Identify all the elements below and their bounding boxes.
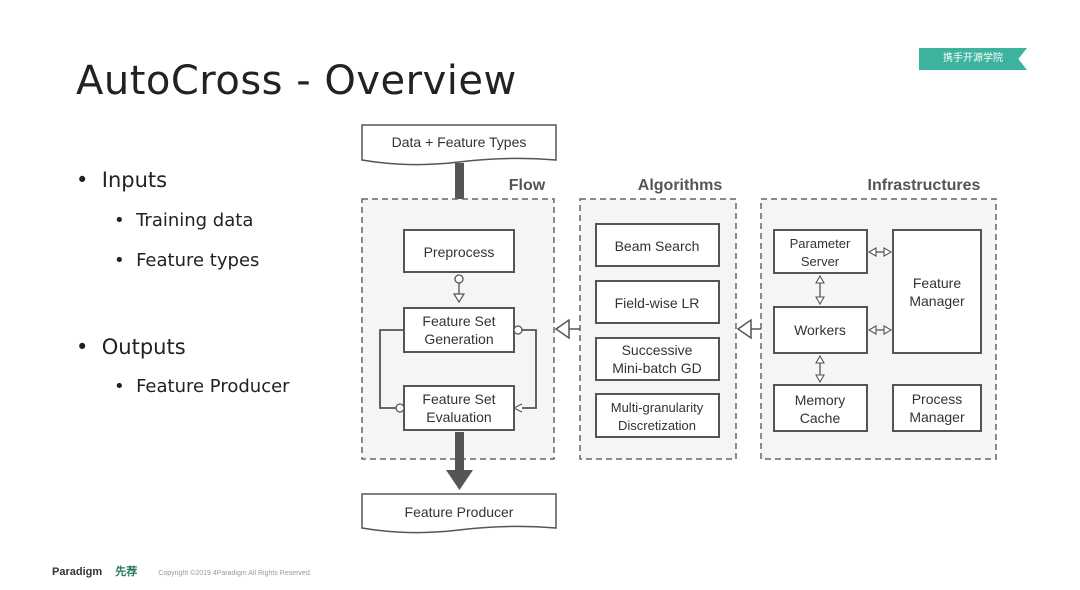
workers-label: Workers xyxy=(794,322,846,338)
thick-arrow-out xyxy=(446,432,473,490)
feature-set-generation-box: Feature Set Generation xyxy=(403,307,515,353)
bullet-feature-producer: • Feature Producer xyxy=(114,376,290,397)
workers-cache-connector xyxy=(815,354,825,384)
preprocess-label: Preprocess xyxy=(424,244,495,260)
slide-title: AutoCross - Overview xyxy=(76,58,517,104)
workers-feature-manager-connector xyxy=(867,325,893,335)
feature-set-evaluation-box: Feature Set Evaluation xyxy=(403,385,515,431)
memory-cache-label-line2: Cache xyxy=(800,410,841,426)
preprocess-to-generation-connector xyxy=(452,274,466,304)
process-manager-label-line1: Process xyxy=(912,391,963,407)
field-wise-lr-box: Field-wise LR xyxy=(595,280,720,324)
slide-footer: Paradigm 先荐 Copyright ©2019 4Paradigm Al… xyxy=(52,563,312,579)
process-manager-label-line2: Manager xyxy=(909,409,965,425)
bullet-training-data: • Training data xyxy=(114,210,254,231)
bullet-outputs: • Outputs xyxy=(76,335,186,359)
successive-mini-batch-box: Successive Mini-batch GD xyxy=(595,337,720,381)
algorithms-title: Algorithms xyxy=(638,177,723,194)
multi-granularity-label-line2: Discretization xyxy=(618,418,696,433)
feature-manager-label-line2: Manager xyxy=(909,293,965,309)
generation-label-line2: Generation xyxy=(424,331,493,347)
successive-label-line2: Mini-batch GD xyxy=(612,360,701,376)
feature-manager-label-line1: Feature xyxy=(913,275,961,291)
bullet-inputs: • Inputs xyxy=(76,168,168,192)
bullet-inputs-label: Inputs xyxy=(101,168,168,192)
flow-title: Flow xyxy=(509,177,546,194)
parameter-server-label-line1: Parameter xyxy=(790,236,851,251)
evaluation-label-line2: Evaluation xyxy=(426,409,491,425)
workers-box: Workers xyxy=(773,306,868,354)
xianjian-logo: 先荐 xyxy=(115,566,138,578)
parameter-server-box: Parameter Server xyxy=(773,229,868,274)
algorithms-to-flow-arrow xyxy=(554,318,580,340)
output-box-label: Feature Producer xyxy=(405,504,514,520)
process-manager-box: Process Manager xyxy=(892,384,982,432)
parameter-server-label-line2: Server xyxy=(801,254,840,269)
preprocess-box: Preprocess xyxy=(403,229,515,273)
loop-right-connector xyxy=(512,325,537,413)
multi-granularity-box: Multi-granularity Discretization xyxy=(595,393,720,438)
loop-left-connector xyxy=(379,329,405,413)
copyright-text: Copyright ©2019 4Paradigm All Rights Res… xyxy=(158,570,312,577)
memory-cache-label-line1: Memory xyxy=(795,392,846,408)
input-box-label: Data + Feature Types xyxy=(392,134,527,150)
input-box: Data + Feature Types xyxy=(361,124,557,166)
bullet-feature-types-label: Feature types xyxy=(136,250,260,271)
beam-search-label: Beam Search xyxy=(615,238,700,254)
field-wise-lr-label: Field-wise LR xyxy=(615,295,700,311)
server-workers-connector xyxy=(815,274,825,306)
bullet-outputs-label: Outputs xyxy=(101,335,186,359)
feature-manager-box: Feature Manager xyxy=(892,229,982,354)
server-feature-manager-connector xyxy=(867,247,893,257)
successive-label-line1: Successive xyxy=(622,342,693,358)
brand-badge: 携手开源学院 xyxy=(919,48,1027,70)
bullet-training-data-label: Training data xyxy=(136,210,254,231)
evaluation-label-line1: Feature Set xyxy=(422,391,495,407)
memory-cache-box: Memory Cache xyxy=(773,384,868,432)
infrastructures-to-algorithms-arrow xyxy=(736,318,761,340)
generation-label-line1: Feature Set xyxy=(422,313,495,329)
infrastructures-title: Infrastructures xyxy=(868,177,981,194)
bullet-feature-types: • Feature types xyxy=(114,250,260,271)
multi-granularity-label-line1: Multi-granularity xyxy=(611,400,704,415)
beam-search-box: Beam Search xyxy=(595,223,720,267)
paradigm-logo: Paradigm xyxy=(52,566,103,578)
bullet-feature-producer-label: Feature Producer xyxy=(136,376,290,397)
output-box: Feature Producer xyxy=(361,493,557,534)
